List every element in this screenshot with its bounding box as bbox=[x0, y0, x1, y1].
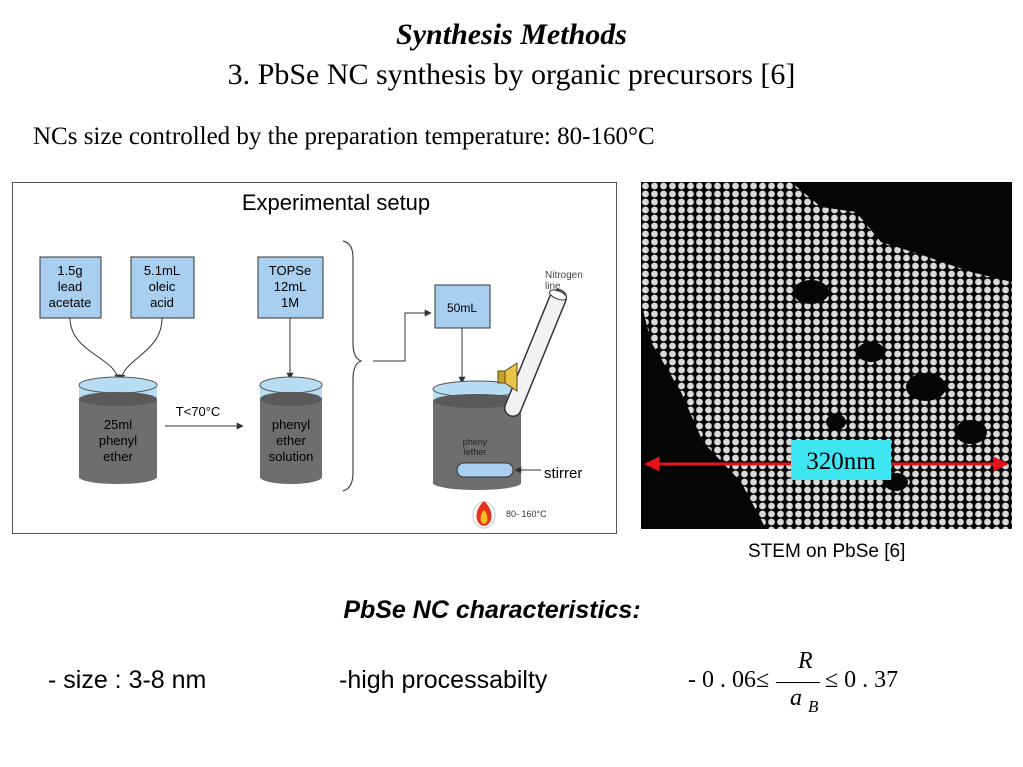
box-oleic-acid: 5.1mL oleic acid bbox=[130, 256, 195, 319]
slide-subtitle: 3. PbSe NC synthesis by organic precurso… bbox=[227, 58, 796, 91]
svg-text:ether: ether bbox=[103, 449, 133, 464]
characteristics-heading: PbSe NC characteristics: bbox=[343, 596, 641, 624]
slide-title: Synthesis Methods bbox=[396, 18, 627, 51]
formula-subscript: B bbox=[808, 697, 819, 716]
svg-text:phenyl: phenyl bbox=[99, 433, 137, 448]
grouping-brace bbox=[342, 240, 363, 492]
svg-text:pheny: pheny bbox=[463, 437, 488, 447]
svg-text:1.5g: 1.5g bbox=[57, 263, 82, 278]
flame-icon bbox=[472, 501, 496, 529]
svg-text:lether: lether bbox=[464, 447, 487, 457]
ratio-formula: - 0 . 06≤ R a B ≤ 0 . 37 bbox=[688, 648, 918, 720]
stem-caption: STEM on PbSe [6] bbox=[748, 541, 906, 562]
formula-denominator: a bbox=[790, 685, 802, 711]
setup-heading: Experimental setup bbox=[242, 190, 430, 215]
experimental-setup-diagram: Experimental setup 1.5g lead acetate 5.1… bbox=[12, 182, 617, 534]
formula-left: - 0 . 06≤ bbox=[688, 667, 770, 693]
scale-label: 320nm bbox=[806, 448, 876, 475]
formula-numerator: R bbox=[798, 648, 813, 674]
beaker-phenyl-ether: 25ml phenyl ether bbox=[78, 376, 158, 484]
svg-text:ether: ether bbox=[276, 433, 306, 448]
svg-text:acid: acid bbox=[150, 295, 174, 310]
label-temperature: T<70°C bbox=[176, 404, 221, 419]
bullet-processability: -high processabilty bbox=[339, 666, 548, 694]
svg-text:25ml: 25ml bbox=[104, 417, 132, 432]
label-nitrogen-line: line bbox=[545, 281, 561, 292]
bullet-size: - size : 3-8 nm bbox=[48, 666, 207, 694]
beaker-phenyl-ether-solution: phenyl ether solution bbox=[259, 376, 323, 484]
box-50ml: 50mL bbox=[434, 284, 491, 329]
stem-micrograph: 320nm bbox=[641, 182, 1012, 529]
label-stirrer: stirrer bbox=[544, 465, 582, 482]
svg-text:12mL: 12mL bbox=[274, 279, 307, 294]
svg-text:solution: solution bbox=[269, 449, 314, 464]
label-heat: 80- 160°C bbox=[506, 509, 547, 519]
svg-text:oleic: oleic bbox=[149, 279, 176, 294]
svg-text:5.1mL: 5.1mL bbox=[144, 263, 180, 278]
arrow-lead-to-beaker bbox=[69, 317, 122, 382]
formula-right: ≤ 0 . 37 bbox=[825, 667, 899, 693]
scale-label-box bbox=[791, 440, 891, 480]
arrow-oleic-to-beaker bbox=[118, 317, 163, 382]
speaker-icon[interactable] bbox=[497, 362, 518, 392]
label-nitrogen: Nitrogen bbox=[545, 270, 583, 281]
svg-text:phenyl: phenyl bbox=[272, 417, 310, 432]
fraction-bar bbox=[776, 682, 820, 683]
nanocrystal-region bbox=[641, 182, 1012, 529]
svg-text:acetate: acetate bbox=[49, 295, 92, 310]
svg-text:lead: lead bbox=[58, 279, 83, 294]
arrow-to-flask bbox=[373, 309, 432, 362]
svg-text:TOPSe: TOPSe bbox=[269, 263, 311, 278]
beaker-reaction-flask: pheny lether bbox=[432, 380, 522, 490]
svg-text:1M: 1M bbox=[281, 295, 299, 310]
box-lead-acetate: 1.5g lead acetate bbox=[39, 256, 102, 319]
nitrogen-line-tube bbox=[504, 289, 567, 417]
intro-text: NCs size controlled by the preparation t… bbox=[33, 123, 655, 150]
box-topse: TOPSe 12mL 1M bbox=[257, 256, 324, 319]
svg-text:50mL: 50mL bbox=[447, 301, 477, 315]
